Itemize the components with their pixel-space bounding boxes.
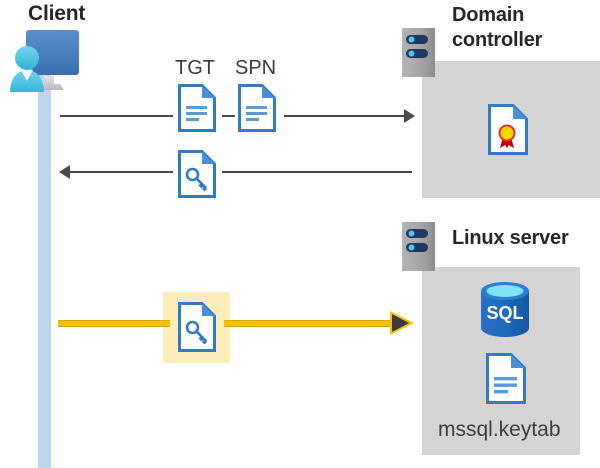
response-arrow-segment [222, 171, 412, 173]
response-arrow-head-icon [59, 165, 70, 179]
tgt-label: TGT [175, 57, 215, 79]
service-ticket-key-document-icon [178, 302, 216, 352]
client-lifeline [38, 60, 51, 468]
domain-controller-title-line2: controller [452, 29, 543, 51]
client-workstation-icon [5, 24, 95, 96]
domain-controller-server-icon [402, 28, 435, 77]
domain-controller-title: Domain controller [452, 3, 600, 53]
service-ticket-key-document-icon [178, 150, 216, 198]
request-arrow-segment [222, 115, 235, 117]
spn-label: SPN [235, 57, 277, 79]
sql-database-icon: SQL [479, 281, 531, 338]
linux-server-title: Linux server [452, 227, 569, 249]
client-title: Client [28, 2, 86, 25]
certificate-document-icon [488, 104, 528, 155]
svg-text:SQL: SQL [486, 303, 523, 323]
domain-controller-title-line1: Domain [452, 4, 525, 26]
keytab-filename-label: mssql.keytab [438, 418, 561, 441]
keytab-document-icon [486, 353, 526, 404]
request-arrow-segment [284, 115, 409, 117]
service-ticket-arrow-segment [58, 320, 170, 327]
service-ticket-arrow-segment [224, 320, 396, 327]
request-arrow-segment [60, 115, 173, 117]
linux-server-icon [402, 222, 435, 271]
tgt-document-icon [178, 84, 216, 132]
request-arrow-head-icon [404, 109, 415, 123]
service-ticket-arrow-head-icon [392, 314, 409, 332]
spn-document-icon [238, 84, 276, 132]
response-arrow-segment [70, 171, 173, 173]
